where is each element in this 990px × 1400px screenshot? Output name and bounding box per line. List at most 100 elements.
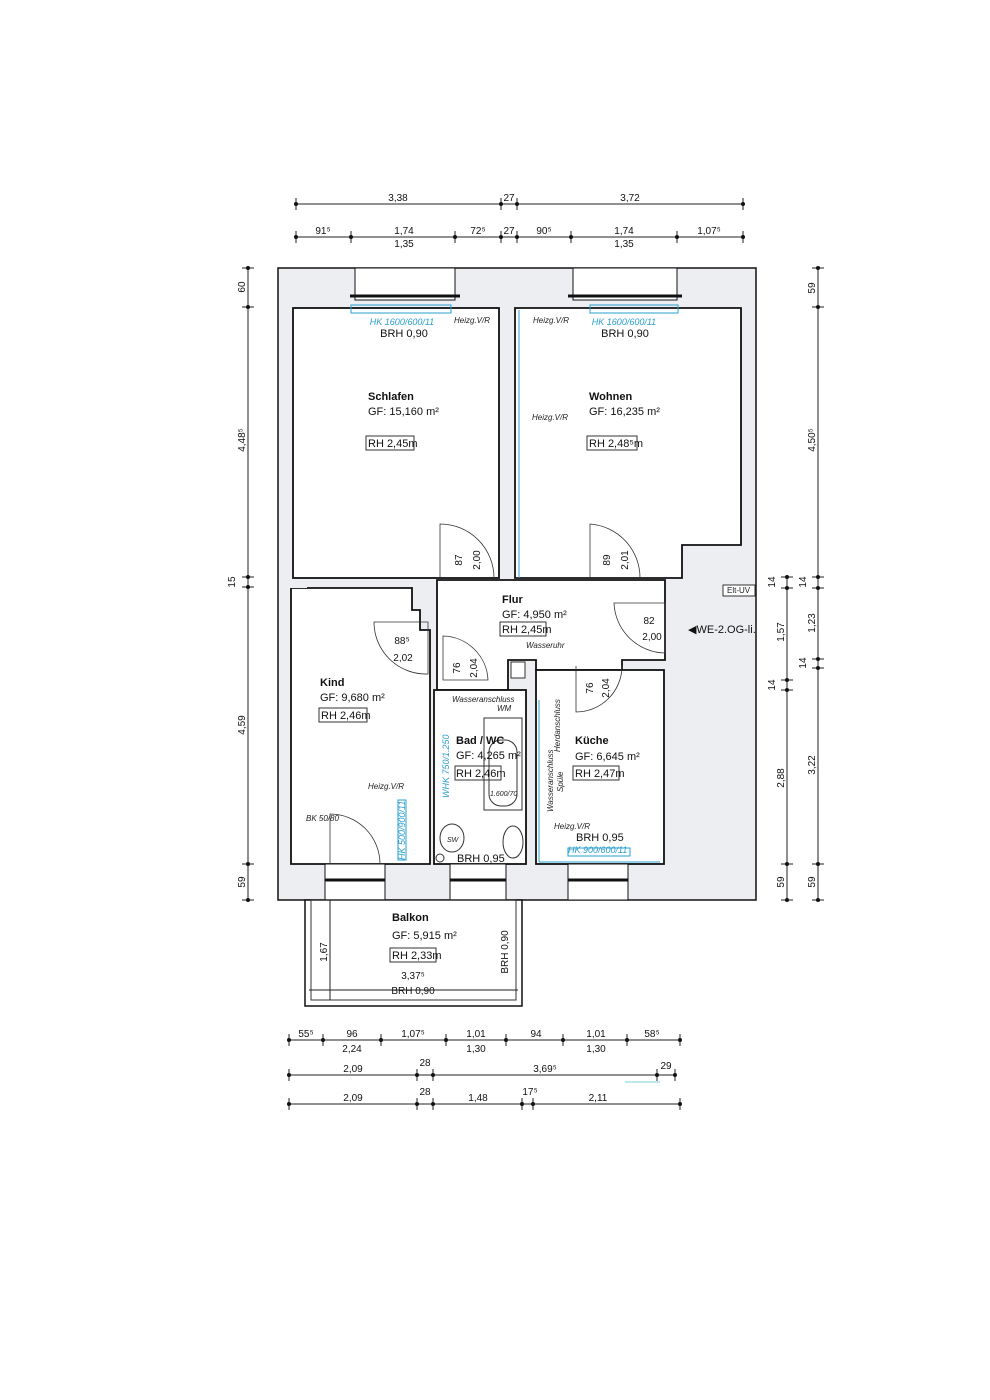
sink-label: Spüle [556,771,565,792]
dimension-dot [816,666,820,670]
dimension-lines [247,203,819,1105]
dimension-dot [444,1038,448,1042]
dimension-dot [816,862,820,866]
entry-label: ◀WE-2.OG-li. [688,624,756,636]
radiator-label: HK 1600/600/11 [370,317,434,327]
dim-label: 14 [798,657,809,669]
room-height: RH 2,48⁵m [589,438,643,450]
door-height: 2,00 [642,632,662,643]
room-area: GF: 5,915 m² [392,930,457,942]
dimension-dot [785,586,789,590]
dimension-dot [785,678,789,682]
dim-label: 72⁵ [470,226,485,237]
room-name: Schlafen [368,391,414,403]
dim-label: 2,09 [343,1093,363,1104]
dim-label: 1,35 [394,239,414,250]
dimension-dot [741,235,745,239]
room-area: GF: 6,645 m² [575,751,640,763]
dimension-dot [515,235,519,239]
dimension-dot [294,235,298,239]
dimension-dot [499,202,503,206]
doors [329,523,666,865]
heating-label: Heizg.V/R [454,316,490,325]
water-connection-label: Wasseranschluss [452,695,515,704]
dim-label: 59 [776,876,787,888]
dim-label: 4,50⁵ [807,428,818,452]
balcony-width: 3,37⁵ [401,971,425,982]
dim-label: 1,48 [468,1093,488,1104]
room-area: GF: 4,950 m² [502,609,567,621]
door-height: 2,04 [601,678,612,698]
dimension-dot [816,586,820,590]
dimension-dot [625,1038,629,1042]
dimension-dot [453,235,457,239]
radiator-kueche [567,847,631,857]
dimension-dot [415,1073,419,1077]
heating-label: Heizg.V/R [368,782,404,791]
dimension-dot [816,898,820,902]
dim-label: 14 [767,679,778,691]
dim-label: 58⁵ [644,1029,659,1040]
door-width: 89 [602,554,613,566]
door-height: 2,04 [469,658,480,678]
dimension-dot [246,575,250,579]
dimension-dot [785,898,789,902]
dimension-dot [678,1038,682,1042]
dimension-dot [673,1073,677,1077]
radiator-wohnen [589,304,679,314]
dim-label: 96 [346,1029,358,1040]
door-height: 2,00 [472,550,483,570]
dim-label: 2,88 [776,768,787,788]
dimension-dot [246,266,250,270]
dim-label: 1,74 [614,226,634,237]
dimension-dot [816,266,820,270]
dimension-dot [287,1102,291,1106]
dim-label: 28 [419,1058,431,1069]
dim-label: 55⁵ [298,1029,313,1040]
dimension-dot [321,1038,325,1042]
heating-label: Heizg.V/R [554,822,590,831]
dimension-dot [287,1073,291,1077]
sink-connection-label: Wasseranschluss [546,749,555,812]
dimension-dot [569,235,573,239]
radiator-label: HK 500/900/11 [397,801,407,860]
room-schlafen [292,307,500,579]
dimension-ticks [242,198,824,1110]
dim-label: 3,38 [388,193,408,204]
dim-label: 3,72 [620,193,640,204]
dimension-dot [675,235,679,239]
dim-label: 91⁵ [315,226,330,237]
radiator-label: HK 900/600/11 [568,845,627,855]
bk-label: BK 50/80 [306,814,339,823]
dim-label: 1,30 [466,1044,486,1055]
dim-label: 2,11 [589,1093,608,1104]
dim-label: 60 [237,281,248,293]
room-name: Küche [575,735,609,747]
dim-label: 14 [767,576,778,588]
dimension-dot [415,1102,419,1106]
room-wohnen [514,307,742,579]
windows [324,267,682,901]
dimension-dot [349,235,353,239]
sill-height: BRH 0,90 [380,328,428,340]
room-bad [433,689,527,865]
dimension-dot [379,1038,383,1042]
door-width: 88⁵ [394,636,409,647]
room-height: RH 2,45m [368,438,418,450]
water-meter-label: Wasseruhr [526,641,565,650]
dimension-dot [246,585,250,589]
sill-height: BRH 0,95 [576,832,624,844]
dim-label: 59 [807,282,818,294]
dim-label: 15 [227,576,238,588]
dimension-dot [431,1102,435,1106]
room-kueche [535,669,665,865]
dimension-dot [431,1073,435,1077]
dimension-dot [499,235,503,239]
dimension-dot [655,1073,659,1077]
door-height: 2,02 [393,653,413,664]
wm-label: WM [497,704,512,713]
bathtub [483,717,523,811]
room-name: Kind [320,677,344,689]
dim-label: 3,69⁵ [533,1064,557,1075]
